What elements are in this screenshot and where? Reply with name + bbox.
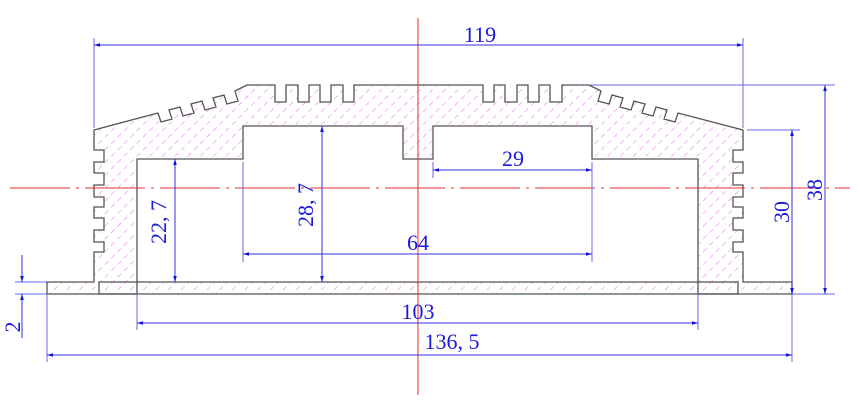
dim-119-label: 119 xyxy=(464,22,496,47)
dim-38-label: 38 xyxy=(802,179,827,201)
right-base-slot xyxy=(697,281,739,295)
profile-outline xyxy=(46,84,793,295)
dim-136-5-label: 136, 5 xyxy=(425,329,480,354)
dim-30-label: 30 xyxy=(769,201,794,223)
dim-28-7-label: 28, 7 xyxy=(293,183,318,227)
dim-2-label: 2 xyxy=(0,322,25,333)
dim-103-label: 103 xyxy=(402,299,435,324)
dim-29-label: 29 xyxy=(502,146,524,171)
dim-64-label: 64 xyxy=(407,230,429,255)
left-base-slot xyxy=(98,281,138,295)
dim-22-7-label: 22, 7 xyxy=(146,200,171,244)
